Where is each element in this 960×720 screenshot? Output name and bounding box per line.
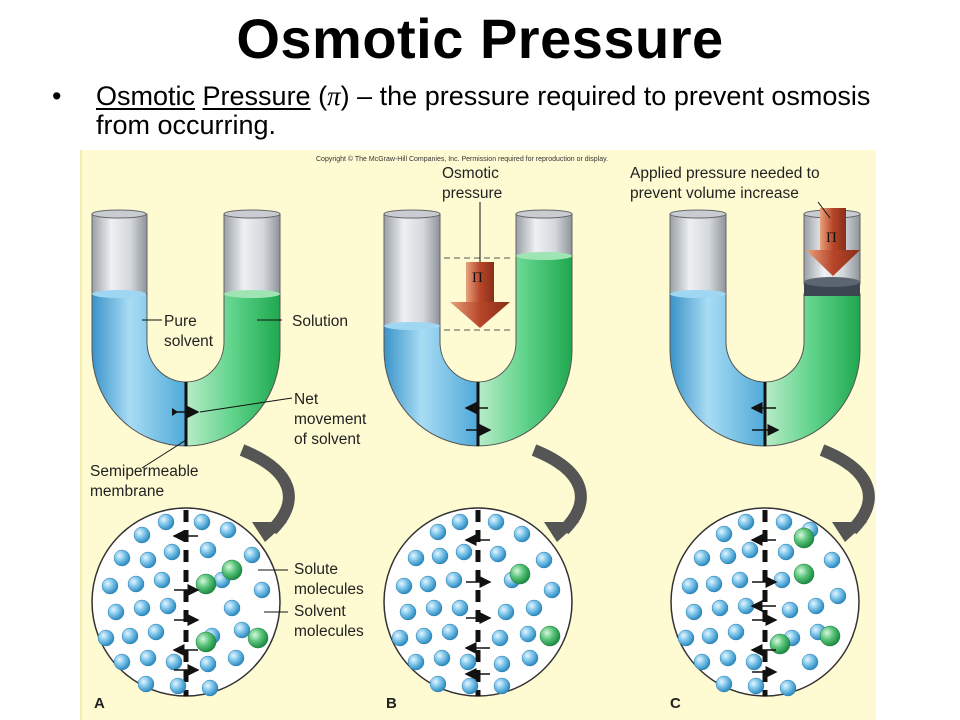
pi-symbol-c: Π [826, 230, 837, 246]
osmotic-pressure-arrow [466, 262, 494, 302]
tube-c-left-glass [669, 213, 727, 295]
label-osmotic: Osmotic [442, 165, 499, 182]
label-solvent-molecules: molecules [294, 623, 364, 640]
panel-letter-b: B [386, 695, 397, 712]
label-solvent-2: Solvent [294, 603, 346, 620]
molecule-view-b [383, 507, 573, 697]
label-semipermeable: Semipermeable [90, 463, 199, 480]
tube-b-left-glass [383, 213, 441, 327]
tube-left-glass [91, 213, 148, 295]
label-solvent: solvent [164, 333, 214, 350]
paren-open: ( [318, 81, 328, 111]
panel-letter-a: A [94, 695, 105, 712]
label-prevent-volume: prevent volume increase [630, 185, 799, 202]
tube-b-right-glass [515, 213, 573, 257]
zoom-arrow-b [531, 444, 587, 535]
label-solution: Solution [292, 313, 348, 330]
label-pure: Pure [164, 313, 197, 330]
label-net: Net [294, 391, 319, 408]
pure-solvent-liquid [91, 293, 187, 447]
pi-symbol: π [327, 81, 341, 111]
molecule-view-c [670, 507, 860, 697]
label-of-solvent: of solvent [294, 431, 361, 448]
applied-pressure-arrow [820, 208, 846, 250]
zoom-arrow-a [239, 444, 295, 535]
solution-liquid [185, 293, 281, 447]
definition-text: – the pressure required to prevent osmos… [96, 81, 871, 140]
panel-letter-c: C [670, 695, 681, 712]
label-applied-pressure: Applied pressure needed to [630, 165, 820, 182]
bullet-icon: • [52, 81, 62, 111]
panel-c [669, 201, 861, 447]
label-solute: Solute [294, 561, 338, 578]
tube-b-solution [477, 255, 573, 447]
page-title: Osmotic Pressure [236, 7, 724, 70]
term-word-osmotic: Osmotic [96, 81, 196, 111]
panel-b [383, 202, 573, 447]
bullet-text: Osmotic Pressure (π) – the pressure requ… [96, 82, 916, 140]
zoom-arrow-c [819, 444, 875, 535]
copyright-text: Copyright © The McGraw-Hill Companies, I… [316, 155, 608, 163]
tube-right-glass [223, 213, 281, 295]
term-word-pressure: Pressure [202, 81, 311, 111]
label-solute-molecules: molecules [294, 581, 364, 598]
osmosis-figure: Copyright © The McGraw-Hill Companies, I… [80, 150, 876, 720]
tube-b-solvent [383, 325, 479, 447]
pi-symbol-b: Π [472, 270, 483, 286]
tube-c-solution [764, 293, 861, 447]
panel-a [91, 209, 293, 469]
tube-c-solvent [669, 293, 766, 447]
paren-close: ) [340, 81, 350, 111]
label-pressure: pressure [442, 185, 502, 202]
molecule-view-a [91, 507, 288, 697]
label-movement: movement [294, 411, 367, 428]
label-membrane: membrane [90, 483, 164, 500]
